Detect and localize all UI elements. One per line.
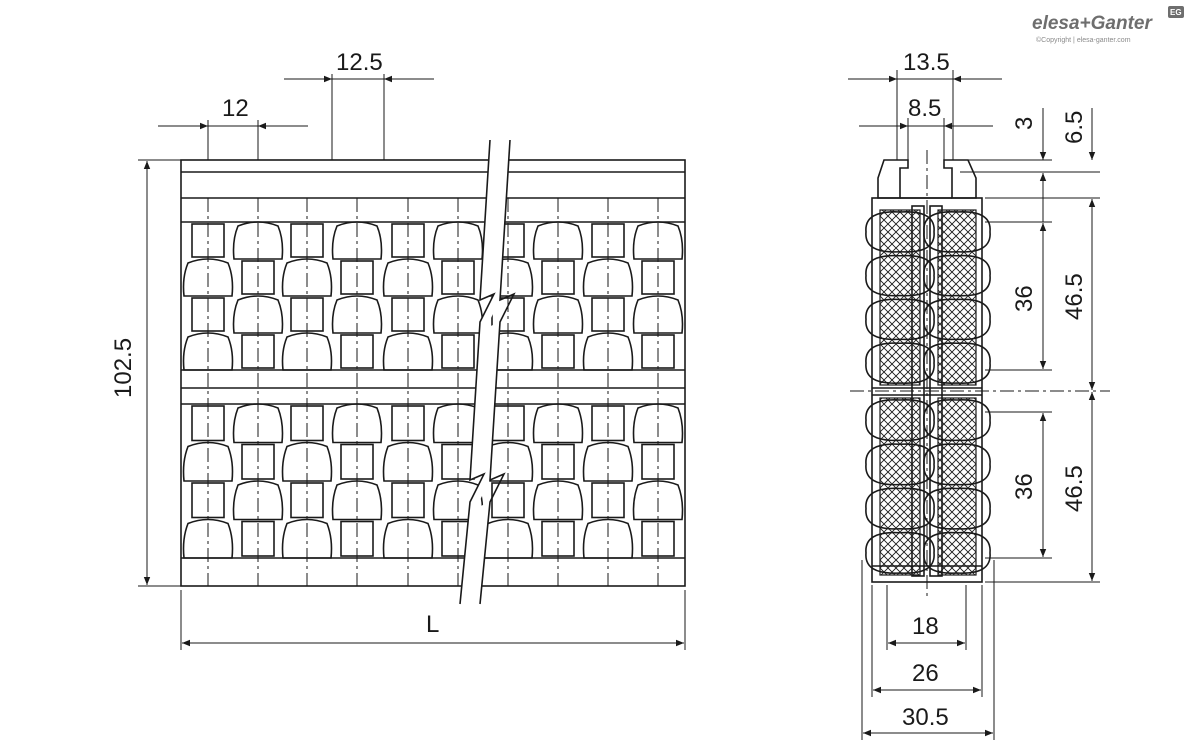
side-view: [848, 70, 1110, 740]
dim-roller-span-lower: 36: [1011, 473, 1038, 500]
centerlines: [207, 198, 659, 586]
brand-copyright: ©Copyright | elesa-ganter.com: [1036, 36, 1131, 44]
dim-top-inner: 8.5: [908, 95, 941, 122]
dim-height: 102.5: [110, 338, 137, 398]
side-roller-column: [865, 209, 935, 386]
brand-name: elesa+Ganter: [1032, 13, 1153, 34]
brand-badge-icon: [1168, 6, 1184, 18]
dim-half-upper: 46.5: [1061, 273, 1088, 320]
roller-column: [532, 403, 584, 557]
dim-roller-span-upper: 36: [1011, 285, 1038, 312]
side-roller-stack: [865, 209, 991, 576]
dim-half-lower: 46.5: [1061, 465, 1088, 512]
brand-badge: EG: [1170, 8, 1182, 17]
brand-logo: elesa+Ganter EG ©Copyright | elesa-gante…: [1032, 6, 1184, 44]
side-roller-column: [923, 209, 991, 386]
top-profile-right: [943, 159, 977, 199]
dim-pitch-small: 12: [222, 95, 249, 122]
top-profile-left: [877, 159, 909, 199]
dim-outer-width: 30.5: [902, 704, 949, 731]
side-roller-column: [865, 397, 935, 576]
side-roller-column: [923, 397, 991, 576]
dim-length: L: [426, 611, 439, 638]
dim-mid-width: 26: [912, 660, 939, 687]
break-mark: [459, 139, 516, 605]
dim-inner-width: 18: [912, 613, 939, 640]
dim-top-section: 6.5: [1061, 111, 1088, 144]
front-view: [138, 74, 686, 650]
dim-top-outer: 13.5: [903, 49, 950, 76]
front-outline: [180, 159, 686, 587]
dim-slot-depth: 3: [1011, 117, 1038, 130]
dim-pitch-large: 12.5: [336, 49, 383, 76]
